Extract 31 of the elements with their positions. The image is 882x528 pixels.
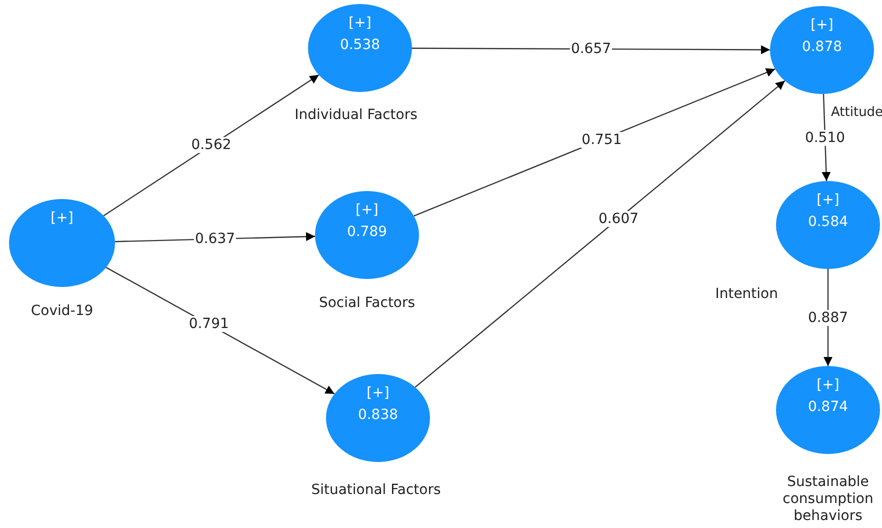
expand-marker: [+] (50, 209, 74, 228)
arrow (412, 45, 770, 54)
edge-label: 0.791 (188, 316, 230, 332)
r-squared-value: 0.838 (358, 406, 398, 425)
r-squared-value: 0.789 (346, 223, 388, 242)
r-squared-value: 0.538 (340, 36, 380, 55)
edge-label: 0.751 (580, 132, 623, 148)
expand-marker: [+] (356, 201, 378, 220)
construct-name: Intention (714, 286, 778, 303)
edge-label: 0.607 (597, 210, 640, 227)
r-squared-value: 0.874 (808, 398, 848, 417)
expand-marker: [+] (816, 376, 840, 395)
construct-name: Situational Factors (310, 482, 442, 499)
edge-label: 0.887 (806, 310, 850, 326)
construct-name: Covid-19 (30, 303, 94, 320)
arrow (414, 80, 786, 388)
edge-label: 0.510 (804, 130, 846, 146)
construct-name: Attitude (831, 104, 881, 121)
expand-marker: [+] (810, 16, 834, 35)
construct-name: Individual Factors (294, 107, 418, 124)
arrow (414, 68, 776, 216)
edge-label: 0.562 (190, 137, 232, 154)
arrow (106, 266, 335, 394)
construct-name: Sustainable consumption behaviors (782, 474, 874, 525)
expand-marker: [+] (366, 384, 390, 403)
r-squared-value: 0.878 (802, 38, 842, 57)
construct-name: Social Factors (318, 295, 416, 312)
arrow (103, 74, 320, 216)
r-squared-value: 0.584 (808, 213, 848, 232)
expand-marker: [+] (816, 191, 840, 210)
expand-marker: [+] (348, 14, 372, 33)
